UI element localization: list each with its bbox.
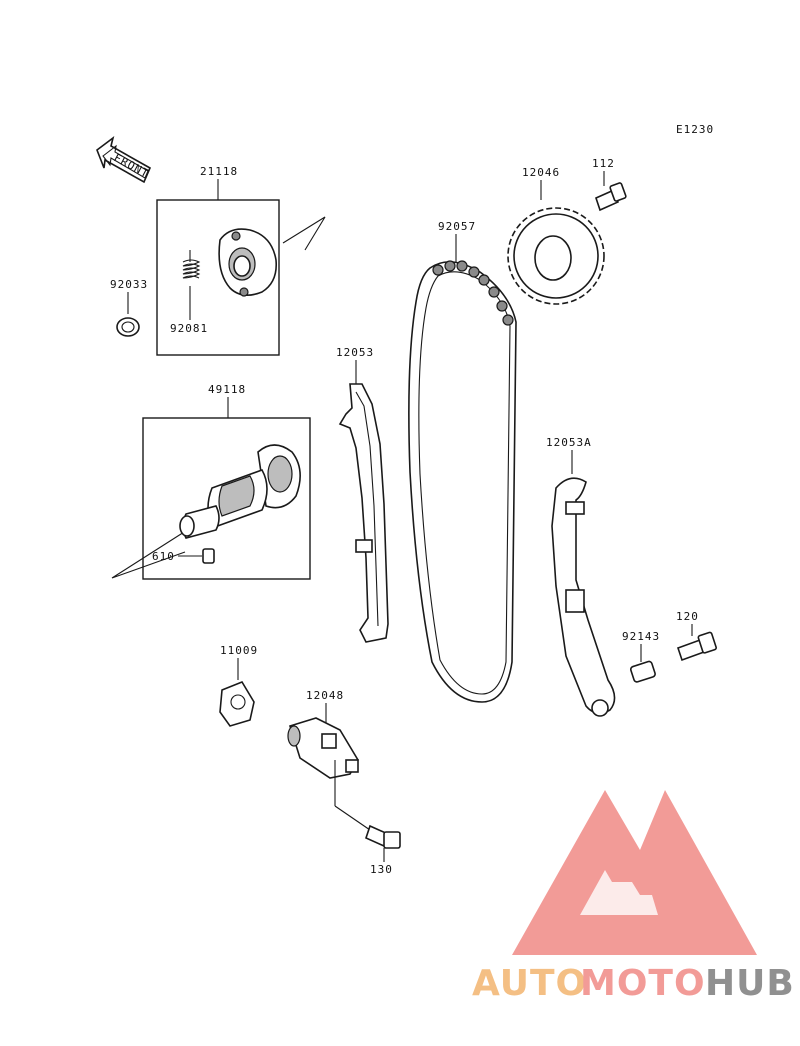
part-label-11009: 11009	[220, 644, 258, 657]
part-label-12053: 12053	[336, 346, 374, 359]
part-label-21118: 21118	[200, 165, 238, 178]
cam-chain-92057: 92057	[408, 220, 517, 703]
part-label-92143: 92143	[622, 630, 660, 643]
automotohub-logo: AUTO MOTO HUB	[472, 790, 795, 1004]
part-group-49118: 49118 610	[111, 383, 311, 580]
chain-guide-12053A: 12053A	[546, 436, 616, 717]
watermark-auto: AUTO	[472, 963, 587, 1004]
chain-guide-12053: 12053	[336, 346, 389, 643]
part-label-112: 112	[592, 157, 615, 170]
diagram-code: E1230	[676, 123, 714, 136]
collar-92143: 92143	[622, 630, 660, 683]
front-arrow-icon: FRONT	[96, 136, 151, 184]
camshaft-49118	[179, 444, 301, 539]
sprocket-12046: 12046	[507, 166, 605, 305]
bolt-120: 120	[676, 610, 717, 662]
circlip-92033: 92033	[110, 278, 148, 337]
part-label-92057: 92057	[438, 220, 476, 233]
part-label-92081: 92081	[170, 322, 208, 335]
part-label-92033: 92033	[110, 278, 148, 291]
part-label-130: 130	[370, 863, 393, 876]
gasket-11009: 11009	[219, 644, 258, 727]
decompression-cam-21118	[218, 228, 278, 297]
bolt-130: 130	[365, 824, 401, 876]
spring-92081	[182, 250, 201, 320]
tensioner-12048: 12048	[287, 689, 371, 831]
pin-610: 610	[152, 548, 215, 564]
part-label-120: 120	[676, 610, 699, 623]
part-group-21118: 21118 92081	[156, 165, 326, 356]
watermark-hub: HUB	[705, 963, 795, 1004]
bolt-112: 112	[592, 157, 627, 212]
part-label-49118: 49118	[208, 383, 246, 396]
part-label-610: 610	[152, 550, 175, 563]
part-label-12046: 12046	[522, 166, 560, 179]
part-label-12053A: 12053A	[546, 436, 592, 449]
part-label-12048: 12048	[306, 689, 344, 702]
watermark-moto: MOTO	[580, 963, 706, 1004]
